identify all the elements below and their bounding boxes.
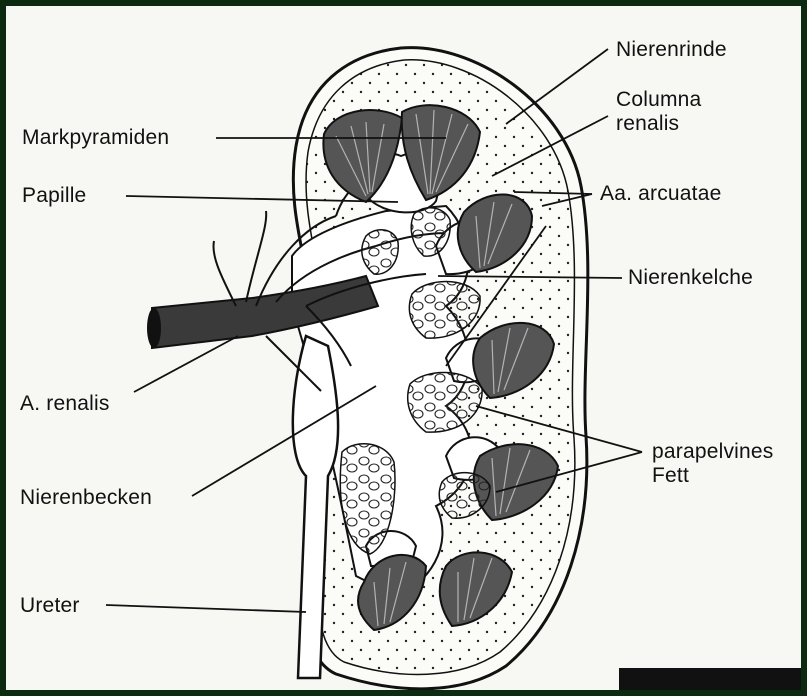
label-renalis: renalis — [616, 112, 679, 136]
label-ureter: Ureter — [20, 594, 80, 618]
label-markpyramiden: Markpyramiden — [22, 126, 169, 150]
label-parapelvines: parapelvines — [652, 440, 773, 464]
label-fett: Fett — [652, 464, 689, 488]
figure-frame: Nierenrinde Columna renalis Markpyramide… — [6, 6, 801, 690]
label-papille: Papille — [22, 184, 86, 208]
corner-dark-strip — [619, 668, 801, 690]
label-a-renalis: A. renalis — [20, 392, 110, 416]
label-nierenrinde: Nierenrinde — [616, 38, 727, 62]
label-nierenbecken: Nierenbecken — [20, 486, 152, 510]
label-aa-arcuatae: Aa. arcuatae — [600, 182, 721, 206]
label-nierenkelche: Nierenkelche — [628, 266, 753, 290]
label-columna: Columna — [616, 88, 701, 112]
